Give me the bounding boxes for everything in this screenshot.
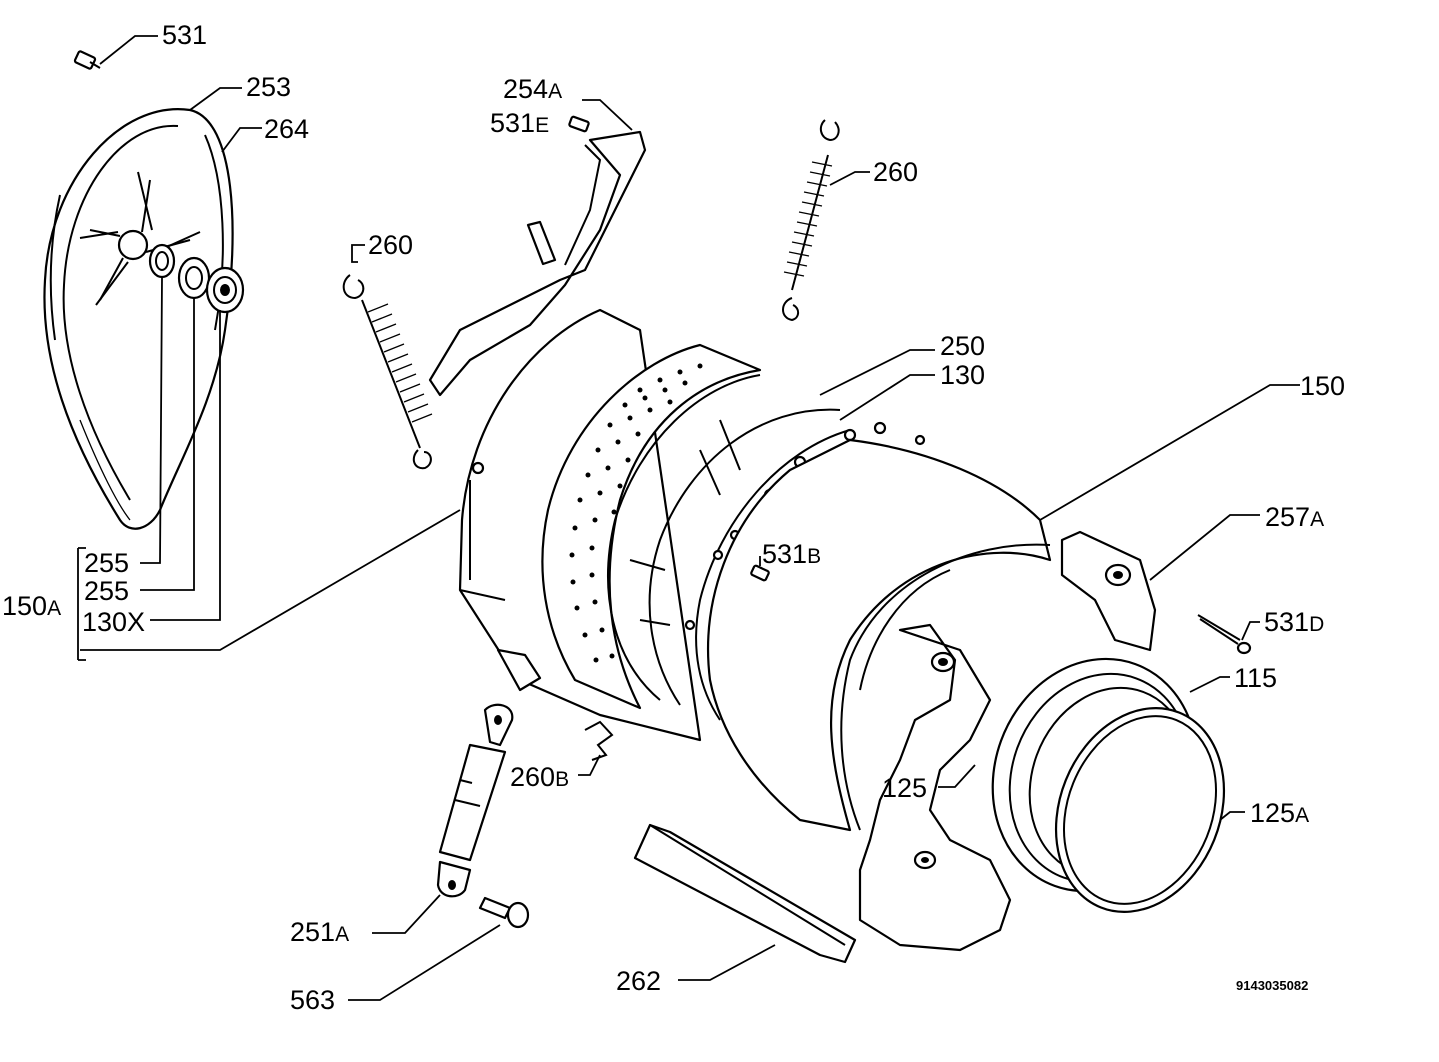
callout-253: 253: [246, 72, 291, 102]
drum-perforations: [569, 363, 703, 663]
leader-lines: [77, 35, 1300, 1001]
clip-260b[interactable]: [584, 720, 614, 761]
callout-labels: 531 253 264 254A 531E 260 260 250 130 15…: [2, 20, 1345, 1015]
callout-250: 250: [940, 331, 985, 361]
pulley-wheel[interactable]: [43, 108, 234, 530]
callout-257a: 257A: [1265, 502, 1324, 532]
screw-531d[interactable]: [1197, 614, 1252, 655]
callout-130x: 130X: [82, 607, 145, 637]
callout-251a: 251A: [290, 917, 349, 947]
spring-coils-right: [783, 161, 833, 277]
spring-coils-left: [367, 303, 433, 423]
callout-260-left: 260: [368, 230, 413, 260]
shock-absorber-251a[interactable]: [436, 703, 514, 898]
screw-531e[interactable]: [568, 115, 590, 133]
drum-rim: [607, 374, 841, 706]
callout-264: 264: [264, 114, 309, 144]
callout-125: 125: [882, 773, 927, 803]
callout-254a: 254A: [503, 74, 562, 104]
front-tub[interactable]: [707, 438, 1052, 832]
spring-260-right[interactable]: [782, 119, 840, 322]
callout-563: 563: [290, 985, 335, 1015]
counterweight-257a[interactable]: [1060, 530, 1157, 652]
callout-125a: 125A: [1250, 798, 1309, 828]
bracket-254a[interactable]: [428, 130, 647, 397]
bearing-130x[interactable]: [205, 266, 245, 314]
bolt-563[interactable]: [478, 896, 530, 929]
callout-260-right: 260: [873, 157, 918, 187]
callout-262: 262: [616, 966, 661, 996]
callout-255-a: 255: [84, 548, 129, 578]
document-number: 9143035082: [1236, 978, 1308, 993]
screw-531[interactable]: [73, 50, 101, 70]
bearing-255-outer[interactable]: [177, 256, 211, 300]
callout-531: 531: [162, 20, 207, 50]
callout-260b: 260B: [510, 762, 569, 792]
callout-531b: 531B: [762, 539, 821, 569]
callout-255-b: 255: [84, 576, 129, 606]
bearing-255-inner[interactable]: [148, 243, 176, 279]
screw-531b[interactable]: [750, 564, 770, 582]
callout-531e: 531E: [490, 108, 549, 138]
counterweight-125[interactable]: [858, 623, 1012, 952]
callout-130: 130: [940, 360, 985, 390]
support-bar-262[interactable]: [633, 823, 857, 964]
spring-260-left[interactable]: [342, 274, 433, 470]
drum-250[interactable]: [541, 343, 762, 710]
clamp-ring-125a[interactable]: [1026, 683, 1253, 938]
callout-150a: 150A: [2, 591, 61, 621]
callout-531d: 531D: [1264, 607, 1324, 637]
callout-150: 150: [1300, 371, 1345, 401]
callout-115: 115: [1234, 663, 1277, 693]
